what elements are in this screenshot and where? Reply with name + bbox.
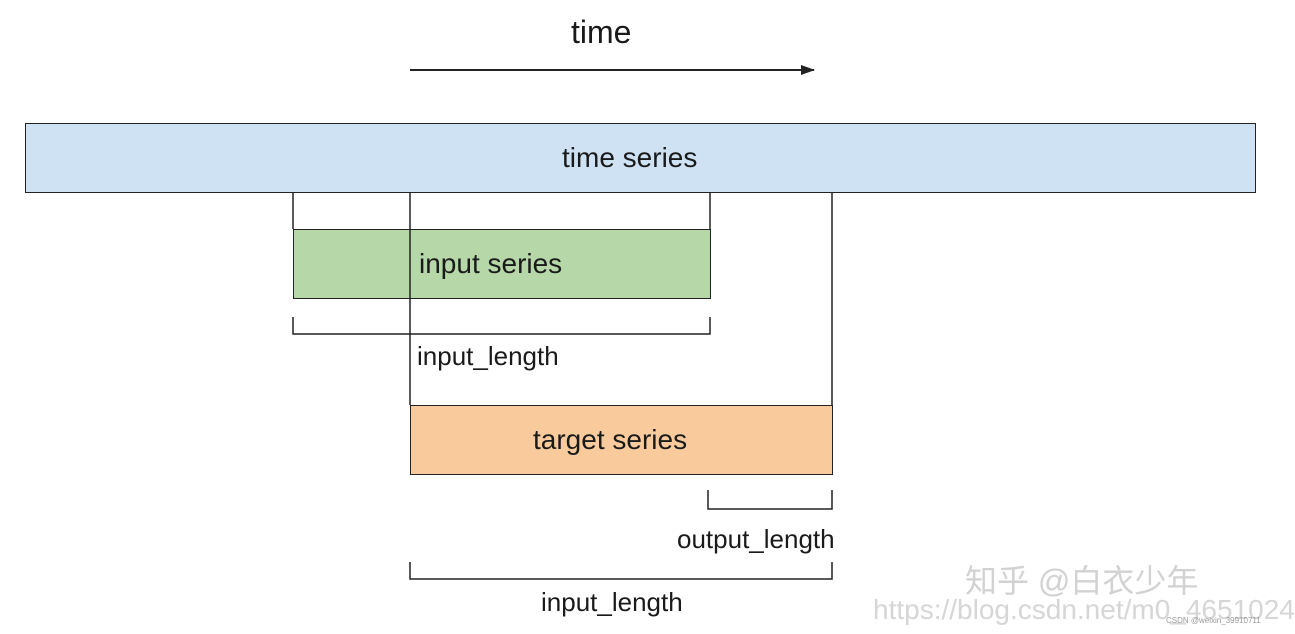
output-length-bracket [707, 490, 833, 510]
input-length-bracket-top [292, 317, 711, 335]
input-length-label-bottom: input_length [541, 587, 683, 617]
target-series-label: target series [533, 424, 688, 455]
input-series-label: input series [419, 248, 563, 279]
csdn-author-watermark: CSDN @weixin_39910711 [1166, 616, 1261, 625]
time-series-label: time series [562, 142, 698, 173]
time-label: time [571, 14, 632, 50]
time-series-box [25, 123, 1256, 193]
csdn-url-watermark: https://blog.csdn.net/m0_4651024 [873, 594, 1295, 625]
input-series-divider [409, 229, 411, 299]
zhihu-watermark: 知乎 @白衣少年 [965, 563, 1199, 599]
target-series-box [410, 405, 833, 475]
output-length-label: output_length [677, 524, 835, 554]
input-length-bracket-bottom [409, 562, 833, 580]
input-series-box [293, 229, 711, 299]
input-length-label-top: input_length [417, 341, 559, 371]
